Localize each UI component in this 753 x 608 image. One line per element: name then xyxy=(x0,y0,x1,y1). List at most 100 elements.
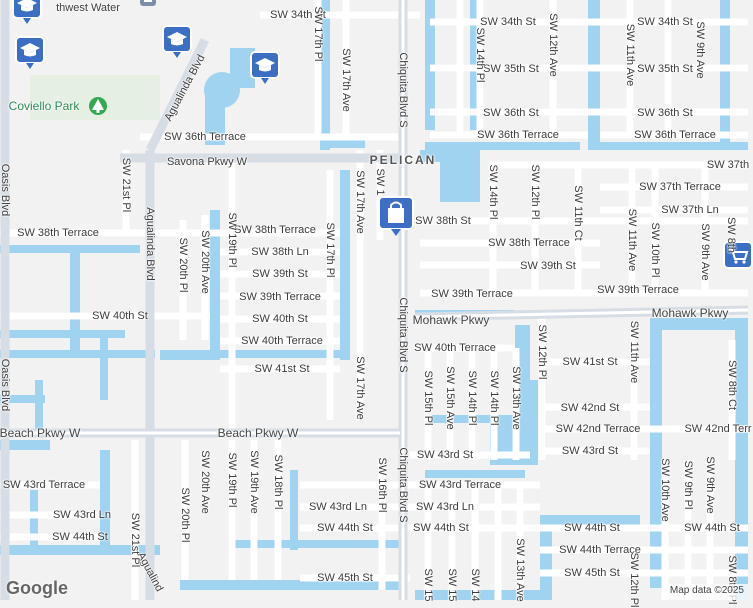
street-label: Oasis Blvd xyxy=(0,163,11,217)
building-icon[interactable] xyxy=(139,0,157,7)
shopping-cart-icon[interactable] xyxy=(723,241,753,275)
street-label: SW 44th St xyxy=(564,522,620,534)
street-label: SW 8th xyxy=(725,216,737,254)
street-label: SW 43rd Terrace xyxy=(418,479,502,491)
street-label: SW 13th Ave xyxy=(514,538,526,602)
street-label: SW 45th St xyxy=(564,567,620,579)
shopping-bag-icon[interactable] xyxy=(378,196,414,238)
street-label: SW 21st Pl xyxy=(120,157,132,213)
street-label: SW 14 xyxy=(469,568,481,602)
street-label: SW 20th Pl xyxy=(179,487,191,543)
street-label: SW 15 xyxy=(422,568,434,602)
street-label: SW 38th Terrace xyxy=(488,237,570,249)
street-label: Oasis Blvd xyxy=(0,358,11,412)
street-label: SW 9th Ave xyxy=(699,223,711,281)
street-label: SW 11th Ave xyxy=(628,320,640,384)
street-label: SW 12th Pl xyxy=(536,324,548,380)
street-label: SW 39th Terrace xyxy=(597,284,679,296)
street-label: SW 37th Terrace xyxy=(639,181,721,193)
street-label: SW 19th Pl xyxy=(226,212,238,268)
school-icon[interactable] xyxy=(15,36,45,70)
street-label: SW 41st St xyxy=(254,363,310,375)
street-label: SW 43rd Ln xyxy=(308,501,368,513)
street-label: SW 9th Pl xyxy=(682,460,694,510)
street-label: SW 17th Pl xyxy=(312,6,324,62)
street-label: SW 42nd Terrace xyxy=(555,423,641,435)
street-label: SW 40th St xyxy=(252,313,308,325)
street-label: Chiquita Blvd S xyxy=(397,52,409,128)
street-label: SW 21st Pl xyxy=(129,512,141,568)
street-label: SW 19th Ave xyxy=(248,450,260,514)
street-label: SW 20th Pl xyxy=(177,237,189,293)
street-label: SW 44th Terrace xyxy=(559,544,641,556)
street-label: SW 12th Ave xyxy=(547,13,559,77)
street-label: SW 36th St xyxy=(637,107,693,119)
park-label: Coviello Park xyxy=(8,99,80,113)
street-label: SW 11th Ct xyxy=(572,185,584,241)
map-attribution[interactable]: Map data ©2025 xyxy=(665,584,748,600)
street-label: SW 18th Pl xyxy=(272,454,284,510)
street-label: SW 1 xyxy=(374,168,386,196)
street-label: SW 36th Terrace xyxy=(164,131,246,143)
school-icon[interactable] xyxy=(250,51,280,85)
street-label: SW 17th Pl xyxy=(324,222,336,278)
street-label: SW 14th Pl xyxy=(487,164,499,220)
street-label: SW 39th Terrace xyxy=(431,288,513,300)
street-label: SW 39th St xyxy=(252,268,308,280)
street-label: SW 20th Ave xyxy=(199,450,211,514)
street-label: SW 36th Terrace xyxy=(477,129,559,141)
street-label: SW 14th Pl xyxy=(488,370,500,426)
street-label: SW 45th St xyxy=(317,572,373,584)
street-label: SW 38th Ln xyxy=(251,246,309,258)
school-icon[interactable] xyxy=(162,25,192,59)
street-label: SW 14th Pl xyxy=(474,27,486,83)
street-label: SW 43rd Ln xyxy=(415,501,475,513)
street-label: SW 34th St xyxy=(480,16,536,28)
street-label: SW 43rd Terrace xyxy=(2,479,86,491)
street-label: Mohawk Pkwy xyxy=(651,306,729,320)
street-label: Beach Pkwy W xyxy=(217,426,299,440)
google-logo: Google xyxy=(6,578,68,598)
street-label: SW 15 xyxy=(446,568,458,602)
street-label: SW 43rd Ln xyxy=(52,509,112,521)
street-label: SW 44th St xyxy=(317,522,373,534)
street-label: SW 15th Pl xyxy=(422,370,434,426)
street-label: SW 12th Pl xyxy=(628,552,640,608)
street-label: SW 11th Ave xyxy=(626,208,638,272)
street-label: SW 10th Pl xyxy=(649,222,661,278)
school-icon[interactable] xyxy=(12,0,42,25)
street-label: SW 38th St xyxy=(415,215,471,227)
street-label: SW 17th Ave xyxy=(354,170,366,234)
street-label: SW 35th St xyxy=(483,63,539,75)
street-label: SW 39th Terrace xyxy=(239,291,321,303)
street-label: SW 44th St xyxy=(684,522,740,534)
street-label: Agualinda Blvd xyxy=(144,207,156,281)
street-label: SW 43rd St xyxy=(561,445,619,457)
street-label: SW 35th St xyxy=(637,63,693,75)
street-label: SW 17th Ave xyxy=(354,356,366,420)
street-label: SW 12th Pl xyxy=(529,164,541,220)
street-label: SW 10th Ave xyxy=(659,458,671,522)
street-label: SW 9th Ave xyxy=(704,456,716,514)
street-label: SW 40th St xyxy=(92,310,148,322)
street-label: SW 38th Terrace xyxy=(17,227,99,239)
street-label: SW 40th Terrace xyxy=(241,335,323,347)
street-label: SW 15th Ave xyxy=(444,366,456,430)
street-label: SW 14th Pl xyxy=(466,370,478,426)
street-label: SW 42nd St xyxy=(560,402,620,414)
street-label: SW 41st St xyxy=(562,356,618,368)
street-label: SW 17th Ave xyxy=(340,48,352,112)
street-label: SW 34th St xyxy=(270,9,326,21)
street-label: SW 16th Pl xyxy=(376,457,388,513)
street-label: Savona Pkwy W xyxy=(166,156,248,168)
street-label: SW 39th St xyxy=(520,260,576,272)
street-label: SW 19th Pl xyxy=(226,452,238,508)
street-label: SW 38th Terrace xyxy=(234,224,316,236)
street-label: SW 20th Ave xyxy=(199,230,211,294)
street-label: SW 42nd Terr xyxy=(684,423,752,435)
street-label: SW 37th xyxy=(706,159,750,171)
